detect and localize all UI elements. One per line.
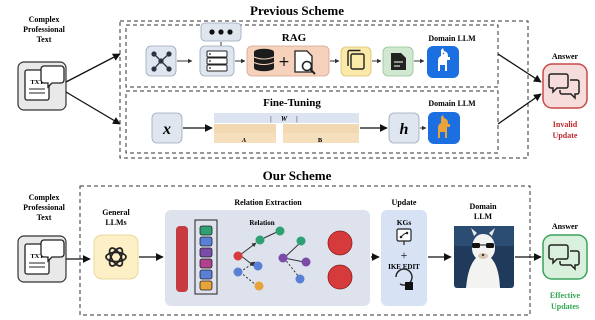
prev-result-line2: Update: [553, 131, 578, 140]
plus-label: +: [401, 248, 408, 262]
svg-text:|: |: [296, 115, 297, 123]
llama-icon-rag: [427, 46, 459, 78]
ellipsis-icon: [200, 22, 242, 42]
our-input-label-line1: Complex: [29, 193, 60, 202]
relation-extraction-label: Relation Extraction: [234, 198, 302, 207]
rag-domain-llm-label: Domain LLM: [428, 34, 476, 43]
our-result-line2: Updates: [551, 302, 579, 311]
svg-text:|: |: [270, 115, 271, 123]
server-icon: [199, 45, 235, 77]
relation-extraction-panel: [165, 210, 370, 306]
svg-text:TXT: TXT: [30, 79, 44, 86]
svg-text:A: A: [241, 137, 247, 144]
svg-text:+: +: [278, 54, 290, 70]
our-input-label-line3: Text: [37, 213, 52, 222]
our-input-label-line2: Professional: [23, 203, 65, 212]
llama-icon-ft: [428, 112, 460, 144]
prev-answer-label: Answer: [552, 52, 579, 61]
relation-label: Relation: [249, 219, 274, 227]
graph-icon: [145, 45, 177, 77]
prev-input-label-line3: Text: [37, 35, 52, 44]
prev-result-line1: Invalid: [553, 120, 578, 129]
relation-graph: [233, 226, 353, 291]
svg-text:B: B: [318, 137, 323, 144]
prev-input-label-line2: Professional: [23, 25, 65, 34]
rag-label: RAG: [282, 32, 307, 44]
ft-label: Fine-Tuning: [263, 97, 321, 109]
ike-edit-label: IKE EDIT: [388, 263, 420, 271]
prev-answer-chat-icon: [542, 63, 588, 109]
arrow-ft-to-answer: [497, 93, 542, 125]
copy-icon: [340, 46, 372, 77]
llama-portrait-icon: [454, 226, 514, 288]
our-answer-label: Answer: [552, 222, 579, 231]
domain-llm-label-line1: Domain: [469, 202, 497, 211]
kgs-label: KGs: [397, 218, 412, 227]
previous-scheme-box: [119, 20, 529, 159]
our-text-document-icon: TXT: [17, 235, 67, 283]
ft-domain-llm-label: Domain LLM: [428, 99, 476, 108]
svg-text:h: h: [400, 121, 409, 138]
document-icon: [382, 46, 414, 77]
svg-text:TXT: TXT: [30, 253, 44, 260]
rag-box: [125, 24, 499, 88]
prev-input-label-line1: Complex: [29, 15, 60, 24]
domain-llm-label-line2: LLM: [474, 212, 493, 221]
general-llms-label-line2: LLMs: [105, 218, 126, 227]
our-scheme-box: [79, 185, 531, 316]
ft-output-h: h: [388, 112, 420, 144]
update-panel: [381, 210, 427, 306]
prev-text-document-icon: TXT: [17, 61, 67, 111]
svg-text:W: W: [281, 115, 288, 123]
svg-text:x: x: [162, 121, 171, 138]
update-label: Update: [392, 198, 417, 207]
general-llms-label-line1: General: [102, 208, 130, 217]
our-answer-chat-icon: [542, 234, 588, 280]
ike-edit-icon: [395, 268, 413, 290]
arrow-input-to-ft: [65, 91, 121, 125]
arrow-input-to-rag: [65, 53, 121, 83]
database-search-icon: +: [246, 45, 330, 77]
lora-weights: | W | A B: [214, 113, 359, 144]
our-scheme-title: Our Scheme: [263, 168, 332, 183]
our-result-line1: Effective: [550, 291, 581, 300]
ft-input-x: x: [151, 112, 183, 144]
fine-tuning-box: [125, 90, 499, 154]
openai-logo-icon: [93, 234, 139, 280]
previous-scheme-title: Previous Scheme: [250, 3, 344, 18]
arrow-rag-to-answer: [497, 53, 542, 83]
